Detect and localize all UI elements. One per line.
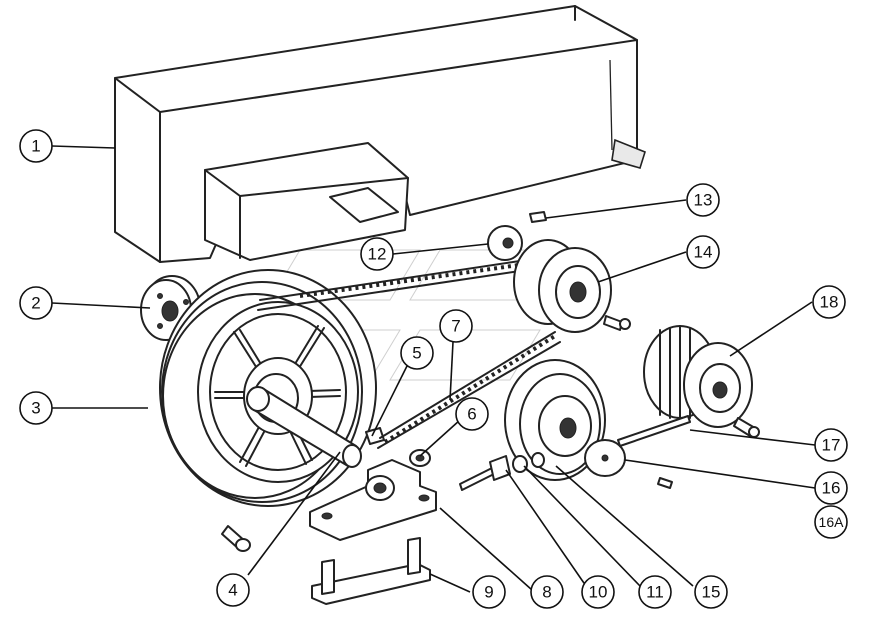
svg-text:10: 10 — [589, 583, 608, 602]
drive-shaft — [246, 386, 362, 468]
bolt-left — [221, 525, 251, 552]
svg-text:6: 6 — [467, 405, 476, 424]
callout-1: 1 — [19, 129, 53, 163]
svg-text:18: 18 — [820, 293, 839, 312]
callout-14: 14 — [686, 235, 720, 269]
svg-text:5: 5 — [412, 344, 421, 363]
sprocket — [504, 359, 606, 481]
svg-text:3: 3 — [31, 399, 40, 418]
callout-13: 13 — [686, 183, 720, 217]
chain — [257, 257, 561, 449]
svg-text:12: 12 — [368, 245, 387, 264]
svg-text:15: 15 — [702, 583, 721, 602]
key-small — [529, 211, 547, 223]
callout-16: 16 — [814, 471, 848, 505]
callout-5: 5 — [400, 336, 434, 370]
svg-text:11: 11 — [646, 583, 664, 602]
callout-6: 6 — [455, 397, 489, 431]
callout-15: 15 — [694, 575, 728, 609]
callout-17: 17 — [814, 428, 848, 462]
svg-text:4: 4 — [228, 581, 237, 600]
callout-7: 7 — [439, 309, 473, 343]
belt-guard — [114, 5, 646, 263]
callout-2: 2 — [19, 286, 53, 320]
svg-text:16A: 16A — [819, 514, 845, 530]
leader-lines — [51, 145, 816, 593]
svg-text:2: 2 — [31, 294, 40, 313]
svg-text:9: 9 — [484, 583, 493, 602]
svg-text:14: 14 — [694, 243, 713, 262]
flange-small — [487, 225, 523, 261]
pulley-18 — [643, 325, 760, 438]
svg-text:13: 13 — [694, 191, 713, 210]
tension-nut — [459, 452, 545, 491]
mounting-bracket — [311, 537, 431, 605]
callout-3: 3 — [19, 391, 53, 425]
svg-text:1: 1 — [31, 137, 40, 156]
svg-text:16: 16 — [822, 479, 841, 498]
svg-text:17: 17 — [822, 436, 841, 455]
svg-text:7: 7 — [451, 317, 460, 336]
callout-16A: 16A — [814, 505, 848, 539]
disc — [584, 439, 673, 489]
callout-12: 12 — [360, 237, 394, 271]
large-pulley — [159, 269, 377, 507]
sprocket-14 — [513, 239, 631, 333]
washer — [409, 449, 431, 467]
callout-4: 4 — [216, 573, 250, 607]
callout-8: 8 — [530, 575, 564, 609]
callout-9: 9 — [472, 575, 506, 609]
tension-rod — [617, 415, 691, 447]
callout-10: 10 — [581, 575, 615, 609]
svg-text:8: 8 — [542, 583, 551, 602]
callout-18: 18 — [812, 285, 846, 319]
callout-11: 11 — [638, 575, 672, 609]
pillow-block-bearing — [309, 459, 437, 541]
